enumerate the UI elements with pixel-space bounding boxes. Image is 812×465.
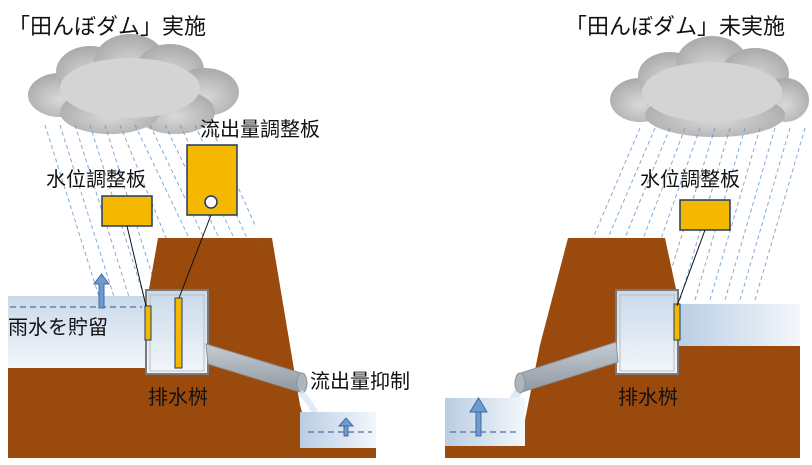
drain-box bbox=[615, 289, 679, 375]
water-level-board bbox=[673, 303, 681, 341]
cloud-icon bbox=[28, 34, 239, 134]
left-panel: 「田んぼダム」実施 流出量調整板 水位調整板 雨水を貯留 排水桝 流出量抑制 bbox=[8, 15, 410, 458]
right-panel: 「田んぼダム」未実施 水位調整板 排水桝 bbox=[445, 15, 809, 458]
up-arrow-icon bbox=[337, 417, 355, 437]
level-board-label: 水位調整板 bbox=[640, 167, 740, 191]
right-title: 「田んぼダム」未実施 bbox=[565, 15, 785, 40]
up-arrow-icon bbox=[93, 273, 110, 309]
water-level-board bbox=[144, 305, 152, 341]
outflow-suppress-label: 流出量抑制 bbox=[310, 369, 410, 393]
drain-box-label: 排水桝 bbox=[618, 385, 678, 409]
left-title: 「田んぼダム」実施 bbox=[8, 15, 206, 40]
stored-water bbox=[8, 296, 148, 368]
store-rain-label: 雨水を貯留 bbox=[8, 315, 108, 339]
level-board-label: 水位調整板 bbox=[46, 167, 146, 191]
drain-box-label: 排水桝 bbox=[148, 385, 208, 409]
outlet-water bbox=[300, 412, 376, 448]
paddy-water bbox=[676, 304, 800, 346]
outflow-board bbox=[174, 297, 183, 369]
outflow-board-label: 流出量調整板 bbox=[200, 117, 320, 141]
outlet-water bbox=[445, 398, 525, 446]
cloud-icon bbox=[610, 36, 809, 137]
level-board-callout bbox=[101, 195, 153, 227]
level-board-callout bbox=[679, 199, 731, 231]
up-arrow-icon bbox=[469, 397, 488, 437]
